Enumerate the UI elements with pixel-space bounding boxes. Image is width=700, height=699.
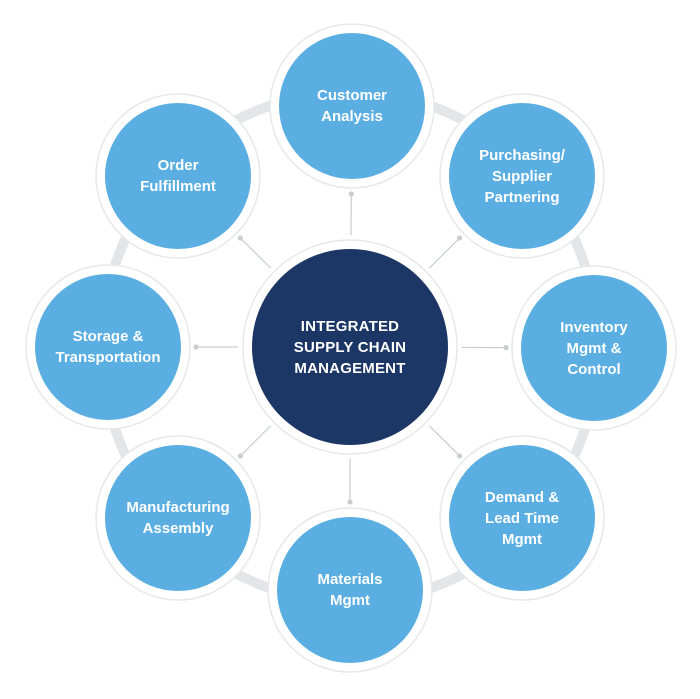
- connector-dot-materials-mgmt: [347, 499, 352, 504]
- connector-dot-purchasing-supplier-partnering: [457, 235, 462, 240]
- connector-dot-customer-analysis: [349, 191, 354, 196]
- node-label-storage-transportation: Storage & Transportation: [38, 302, 178, 392]
- node-label-customer-analysis: Customer Analysis: [282, 61, 422, 151]
- node-label-manufacturing-assembly: Manufacturing Assembly: [108, 473, 248, 563]
- node-label-order-fulfillment: Order Fulfillment: [108, 131, 248, 221]
- connector-line-manufacturing-assembly: [240, 426, 270, 456]
- node-label-purchasing-supplier-partnering: Purchasing/ Supplier Partnering: [452, 131, 592, 221]
- connector-line-demand-lead-time-mgmt: [429, 426, 459, 456]
- connector-dot-inventory-mgmt-control: [503, 345, 508, 350]
- center-label: INTEGRATED SUPPLY CHAIN MANAGEMENT: [265, 302, 435, 392]
- connector-line-purchasing-supplier-partnering: [429, 238, 459, 268]
- connector-dot-demand-lead-time-mgmt: [457, 453, 462, 458]
- connector-dot-order-fulfillment: [238, 235, 243, 240]
- connector-dot-manufacturing-assembly: [238, 453, 243, 458]
- node-label-materials-mgmt: Materials Mgmt: [280, 545, 420, 635]
- node-label-demand-lead-time-mgmt: Demand & Lead Time Mgmt: [452, 473, 592, 563]
- connector-dot-storage-transportation: [193, 344, 198, 349]
- connector-line-order-fulfillment: [240, 238, 270, 268]
- node-label-inventory-mgmt-control: Inventory Mgmt & Control: [524, 303, 664, 393]
